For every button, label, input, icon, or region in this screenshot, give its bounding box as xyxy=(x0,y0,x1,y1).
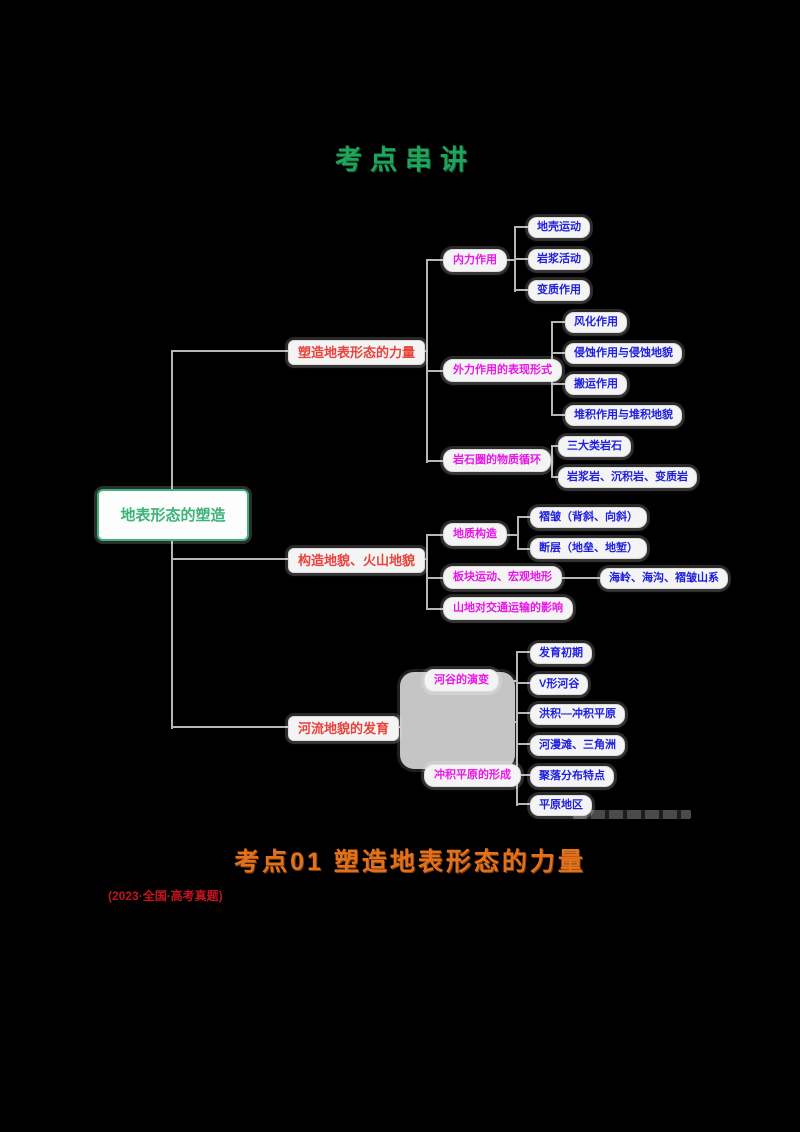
branch-node-forces: 塑造地表形态的力量 xyxy=(288,340,426,365)
leaf-node: 洪积—冲积平原 xyxy=(530,704,625,725)
connector-line xyxy=(551,445,559,447)
leaf-node: 地壳运动 xyxy=(528,217,590,238)
topic-node-mountain-transport: 山地对交通运输的影响 xyxy=(443,597,573,620)
connector-line xyxy=(426,608,444,610)
topic-node-plate-movement: 板块运动、宏观地形 xyxy=(443,566,562,589)
connector-line xyxy=(514,226,529,228)
leaf-node: 褶皱（背斜、向斜） xyxy=(530,507,647,528)
leaf-node: 平原地区 xyxy=(530,795,592,816)
connector-line xyxy=(551,445,553,478)
connector-line xyxy=(426,370,444,372)
connector-line xyxy=(512,721,518,723)
leaf-node: 侵蚀作用与侵蚀地貌 xyxy=(565,343,682,364)
connector-line xyxy=(551,352,566,354)
connector-line xyxy=(171,350,290,352)
connector-line xyxy=(551,383,566,385)
connector-line xyxy=(171,726,290,728)
leaf-node: 岩浆活动 xyxy=(528,249,590,270)
connector-line xyxy=(516,743,531,745)
topic-node-valley-evolution: 河谷的演变 xyxy=(424,669,499,692)
topic-node-alluvial-plain: 冲积平原的形成 xyxy=(424,764,521,787)
connector-line xyxy=(426,534,444,536)
exam-source-tag: (2023·全国·高考真题) xyxy=(108,889,223,903)
section-heading: 考点01 塑造地表形态的力量 xyxy=(234,848,586,876)
connector-line xyxy=(516,712,531,714)
root-node: 地表形态的塑造 xyxy=(97,489,249,541)
branch-node-tectonic-landforms: 构造地貌、火山地貌 xyxy=(288,548,426,573)
connector-line xyxy=(517,548,531,550)
connector-line xyxy=(426,259,428,463)
page-title: 考点串讲 xyxy=(335,145,475,175)
connector-line xyxy=(426,577,444,579)
connector-line xyxy=(517,516,531,518)
leaf-node: 海岭、海沟、褶皱山系 xyxy=(600,568,728,589)
branch-node-fluvial-landforms: 河流地貌的发育 xyxy=(288,716,400,741)
leaf-node: 变质作用 xyxy=(528,280,590,301)
topic-node-external-forces: 外力作用的表现形式 xyxy=(443,359,562,382)
connector-line xyxy=(517,516,519,550)
connector-line xyxy=(551,321,566,323)
connector-line xyxy=(516,682,531,684)
connector-line xyxy=(516,651,531,653)
leaf-node: V形河谷 xyxy=(530,674,589,695)
connector-line xyxy=(551,414,566,416)
leaf-node: 聚落分布特点 xyxy=(530,766,614,787)
topic-node-internal-forces: 内力作用 xyxy=(443,249,507,272)
connector-line xyxy=(171,558,290,560)
leaf-node: 断层（地垒、地堑） xyxy=(530,538,647,559)
leaf-node: 河漫滩、三角洲 xyxy=(530,735,625,756)
leaf-node: 搬运作用 xyxy=(565,374,627,395)
connector-line xyxy=(514,258,529,260)
watermark-strip xyxy=(573,810,691,819)
connector-line xyxy=(426,259,444,261)
connector-line xyxy=(426,460,444,462)
connector-line xyxy=(426,534,428,610)
leaf-node: 岩浆岩、沉积岩、变质岩 xyxy=(558,467,697,488)
leaf-node: 堆积作用与堆积地貌 xyxy=(565,405,682,426)
connector-line xyxy=(516,803,531,805)
leaf-node: 发育初期 xyxy=(530,643,592,664)
connector-line xyxy=(514,289,529,291)
topic-node-rock-cycle: 岩石圈的物质循环 xyxy=(443,449,551,472)
connector-line xyxy=(516,774,531,776)
leaf-node: 风化作用 xyxy=(565,312,627,333)
connector-line xyxy=(551,476,559,478)
leaf-node: 三大类岩石 xyxy=(558,436,631,457)
connector-line xyxy=(516,651,518,806)
topic-node-geologic-structures: 地质构造 xyxy=(443,523,507,546)
